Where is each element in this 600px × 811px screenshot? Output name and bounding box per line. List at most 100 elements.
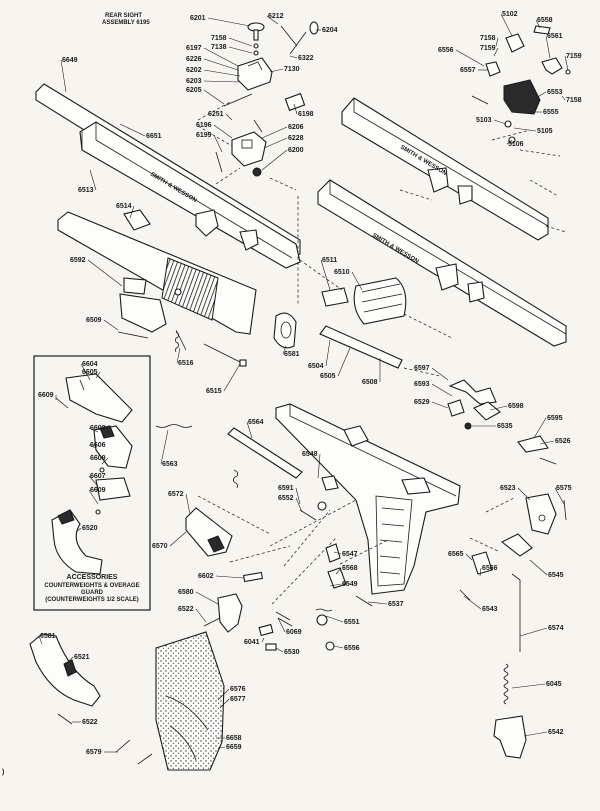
part-label-7159: 7159 bbox=[480, 45, 496, 52]
part-label-6556: 6556 bbox=[344, 645, 360, 652]
leader-line-6514 bbox=[129, 205, 135, 219]
part-label-6553: 6553 bbox=[547, 89, 563, 96]
part-label-6607: 6607 bbox=[90, 473, 106, 480]
part-label-5103: 5103 bbox=[476, 117, 492, 124]
leader-line-6545 bbox=[529, 559, 548, 576]
recoil-spring bbox=[155, 424, 193, 428]
screw-head bbox=[541, 57, 563, 75]
part-label-6522: 6522 bbox=[82, 719, 98, 726]
part-label-6212: 6212 bbox=[268, 13, 284, 20]
hammer-strut bbox=[321, 475, 339, 491]
leader-line-6045 bbox=[511, 683, 546, 689]
leader-line-6659 bbox=[217, 746, 226, 749]
frame bbox=[275, 403, 461, 595]
frame-block bbox=[401, 477, 431, 495]
part-label-7158: 7158 bbox=[211, 35, 227, 42]
leader-line-6572 bbox=[185, 493, 191, 515]
leader-line-6520 bbox=[75, 527, 82, 533]
grip-panels bbox=[29, 631, 225, 771]
magazine-well bbox=[375, 495, 413, 587]
small-pin bbox=[471, 95, 489, 105]
top-right-small-parts bbox=[471, 25, 571, 144]
sight-base-slot bbox=[241, 139, 253, 149]
leader-line-6574 bbox=[519, 627, 548, 637]
part-label-6570: 6570 bbox=[152, 543, 168, 550]
mainspring-housing bbox=[493, 715, 527, 759]
part-label-6572: 6572 bbox=[168, 491, 184, 498]
leader-line-7138 bbox=[228, 46, 253, 54]
part-label-6203: 6203 bbox=[186, 78, 202, 85]
leader-line-6516 bbox=[176, 347, 181, 364]
part-label-6510: 6510 bbox=[334, 269, 350, 276]
part-label-6579: 6579 bbox=[86, 749, 102, 756]
recoil-plug bbox=[321, 287, 349, 307]
part-label-6558: 6558 bbox=[537, 17, 553, 24]
part-label-6552: 6552 bbox=[278, 495, 294, 502]
leader-line-6526 bbox=[539, 440, 555, 445]
sight-spring bbox=[223, 93, 253, 107]
leader-line-6522 bbox=[195, 608, 207, 623]
part-label-6597: 6597 bbox=[414, 365, 430, 372]
leader-line-6602 bbox=[215, 575, 245, 579]
bushing-rings bbox=[361, 283, 403, 313]
leader-line-6322 bbox=[289, 55, 298, 59]
grip-lines bbox=[379, 507, 405, 575]
part-label-6508: 6508 bbox=[362, 379, 378, 386]
leader-line-6604 bbox=[80, 363, 91, 381]
sight-base-pin bbox=[215, 151, 223, 173]
barrel-right-lug bbox=[435, 263, 459, 291]
sear bbox=[185, 507, 233, 557]
firing-pin-tip bbox=[239, 359, 247, 367]
part-label-6205: 6205 bbox=[186, 87, 202, 94]
overage-guard bbox=[51, 509, 103, 575]
part-label-6228: 6228 bbox=[288, 135, 304, 142]
part-label-7158: 7158 bbox=[566, 97, 582, 104]
leader-line-7159 bbox=[493, 47, 499, 57]
blade bbox=[533, 25, 551, 35]
leader-line-6548 bbox=[317, 453, 321, 479]
part-label-6659: 6659 bbox=[226, 744, 242, 751]
part-label-6522: 6522 bbox=[178, 606, 194, 613]
trigger bbox=[217, 593, 243, 633]
rear-sight-leaf bbox=[237, 57, 273, 91]
recoil-group bbox=[273, 277, 407, 369]
part-label-6651: 6651 bbox=[146, 133, 162, 140]
barrel-right-lug-b bbox=[467, 281, 485, 303]
safety-plunger bbox=[539, 457, 557, 465]
part-label-6605: 6605 bbox=[82, 369, 98, 376]
leader-line-6201 bbox=[207, 17, 251, 27]
part-label-6513: 6513 bbox=[78, 187, 94, 194]
part-label-6202: 6202 bbox=[186, 67, 202, 74]
part-label-6322: 6322 bbox=[298, 55, 314, 62]
dashed-lines-b bbox=[297, 196, 343, 306]
leader-line-6566 bbox=[479, 567, 482, 577]
leader-line-6505 bbox=[337, 347, 351, 377]
part-label-6251: 6251 bbox=[208, 111, 224, 118]
dashed-lines-e bbox=[197, 495, 357, 563]
springs-rods bbox=[155, 424, 339, 521]
dashed-lines-g bbox=[469, 497, 515, 553]
part-label-6581: 6581 bbox=[40, 633, 56, 640]
sear-pin-block bbox=[471, 551, 493, 575]
firing-pin bbox=[203, 343, 245, 365]
part-label-6649: 6649 bbox=[62, 57, 78, 64]
part-label-6520: 6520 bbox=[82, 525, 98, 532]
magazine-catch bbox=[473, 401, 501, 421]
dashed-lines-a bbox=[197, 101, 297, 191]
part-label-6200: 6200 bbox=[288, 147, 304, 154]
leader-line-6577 bbox=[219, 698, 230, 709]
leader-line-6609 bbox=[101, 457, 109, 465]
leader-line-6570 bbox=[169, 531, 187, 547]
rear-sight-heading-line2: ASSEMBLY 6195 bbox=[102, 20, 150, 26]
leader-line-6651 bbox=[119, 123, 146, 137]
assembly-lines bbox=[197, 101, 567, 605]
part-label-6577: 6577 bbox=[230, 696, 246, 703]
upper-slide-edge bbox=[353, 98, 549, 227]
cam-b bbox=[327, 567, 347, 589]
frame-rail bbox=[289, 404, 457, 497]
leader-line-6196 bbox=[213, 124, 233, 139]
part-label-6196: 6196 bbox=[196, 122, 212, 129]
sight-ball bbox=[253, 50, 259, 56]
hammer-parts bbox=[447, 379, 567, 759]
